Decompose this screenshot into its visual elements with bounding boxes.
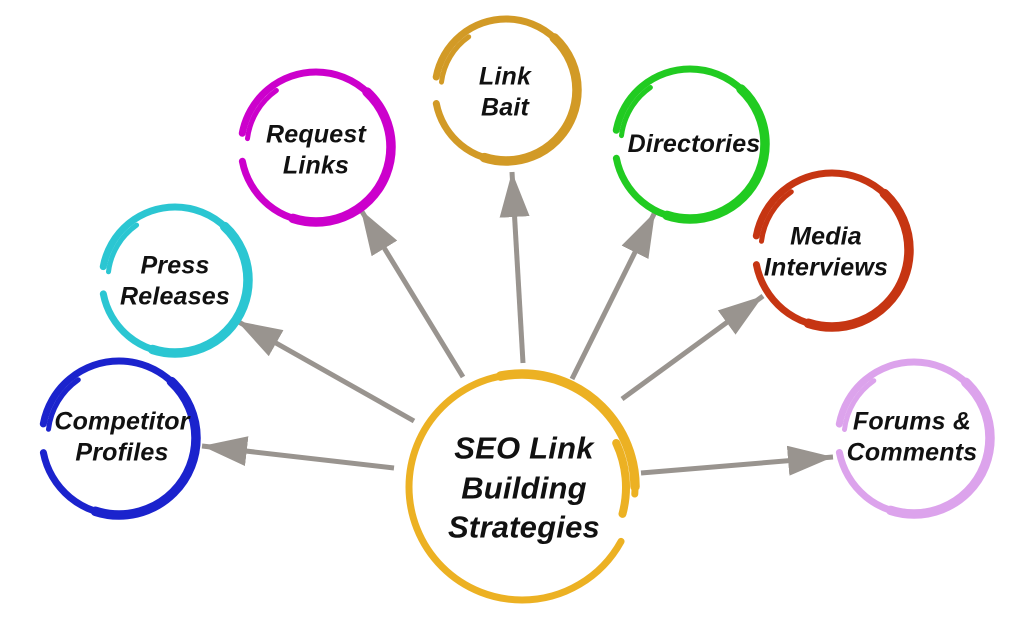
- center-circle: [404, 369, 640, 605]
- node-circle-forums-comments: [833, 357, 995, 519]
- arrow-to-link-bait: [499, 171, 530, 364]
- arrow-to-press-releases: [235, 318, 416, 424]
- node-label-press-releases: Press Releases: [119, 251, 231, 311]
- node-label-directories: Directories: [627, 129, 761, 158]
- node-circle-request-links: [236, 67, 396, 227]
- node-circle-directories: [610, 64, 770, 224]
- node-label-link-bait: Link Bait: [478, 62, 532, 122]
- node-label-media-interviews: Media Interviews: [763, 222, 889, 282]
- arrow-to-request-links: [358, 208, 466, 379]
- center-label: SEO Link Building Strategies: [448, 430, 600, 545]
- arrow-to-forums-comments: [640, 445, 834, 476]
- arrow-to-competitor-profiles: [201, 436, 395, 471]
- arrow-to-directories: [569, 210, 658, 381]
- arrow-to-media-interviews: [620, 293, 765, 402]
- node-label-competitor-profiles: Competitor Profiles: [54, 407, 190, 467]
- arrows-layer: [201, 171, 834, 476]
- node-circle-competitor-profiles: [37, 356, 201, 520]
- node-circle-media-interviews: [750, 168, 914, 332]
- node-circle-press-releases: [97, 202, 253, 358]
- node-label-request-links: Request Links: [265, 120, 367, 180]
- node-circle-link-bait: [430, 14, 582, 166]
- node-label-forums-comments: Forums & Comments: [846, 407, 978, 467]
